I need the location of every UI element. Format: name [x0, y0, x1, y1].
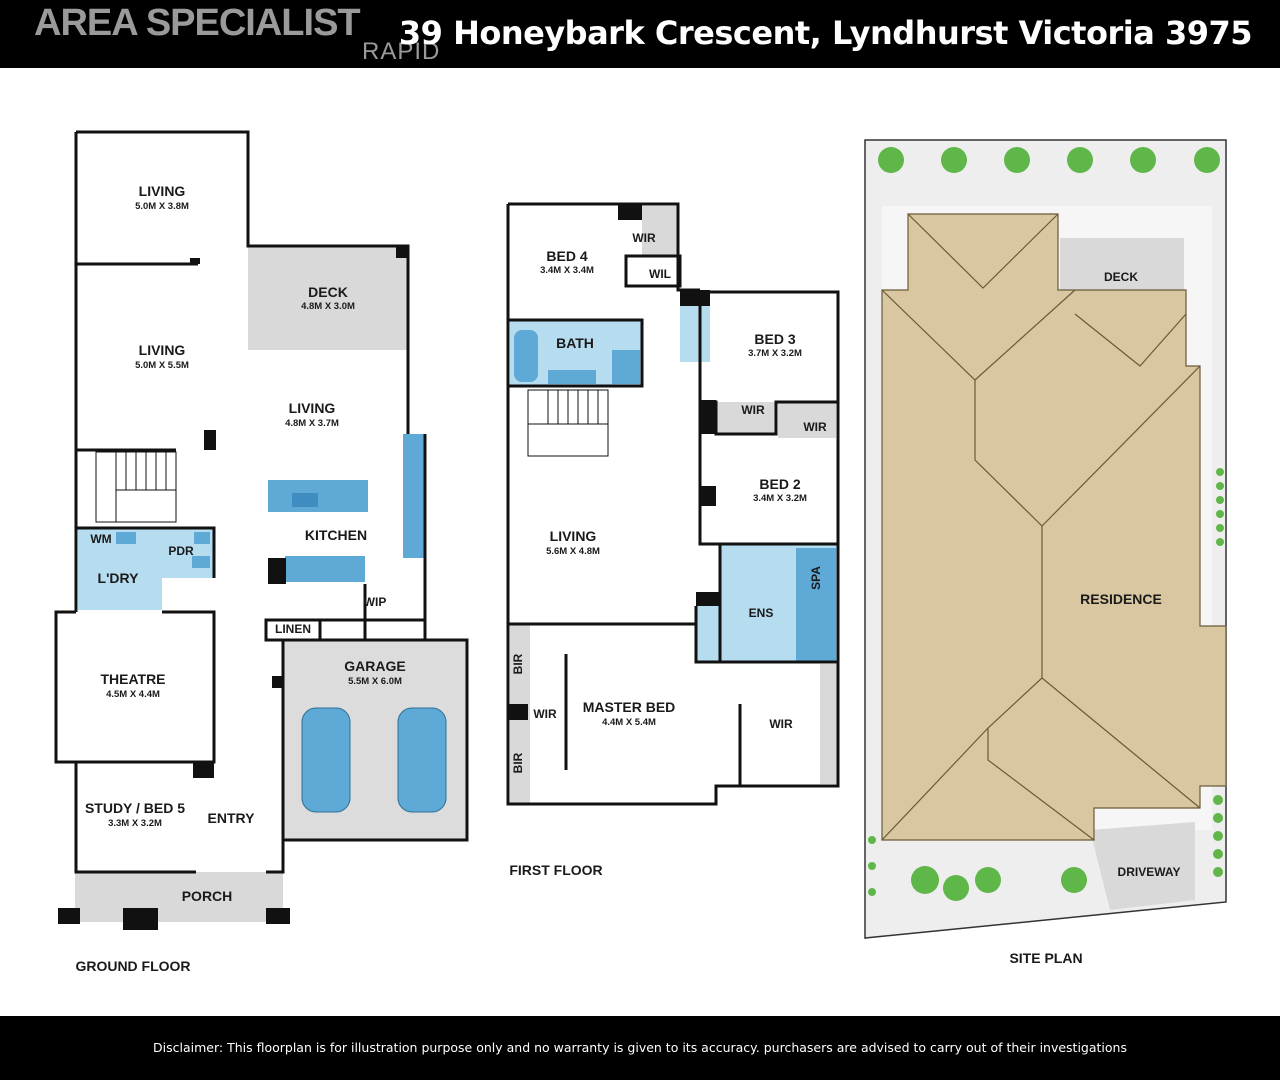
room-label-wir-master-left: WIR — [533, 707, 557, 721]
room-label-kitchen: KITCHEN — [305, 527, 367, 543]
room-dim-living-ff: 5.6M X 4.8M — [546, 546, 600, 557]
wir-bed4-area — [642, 206, 678, 256]
kitchen-back-counter — [285, 556, 365, 582]
room-label-living-ff: LIVING — [550, 528, 597, 544]
driveway-area — [1090, 822, 1195, 910]
room-label-wm: WM — [90, 532, 111, 546]
room-dim-master-bed: 4.4M X 5.4M — [602, 717, 656, 728]
room-label-study: STUDY / BED 5 — [85, 800, 185, 816]
porch-area — [75, 872, 283, 922]
wir-bed3-area — [716, 402, 776, 434]
room-dim-living-1: 5.0M X 3.8M — [135, 201, 189, 212]
site-label-deck: DECK — [1104, 270, 1138, 284]
room-label-linen: LINEN — [275, 622, 311, 636]
bathtub-icon — [514, 330, 538, 382]
room-label-garage: GARAGE — [344, 658, 405, 674]
room-dim-living-2: 5.0M X 5.5M — [135, 360, 189, 371]
wir-bed2-area — [778, 402, 836, 438]
room-label-wip: WIP — [364, 595, 387, 609]
room-label-bir-1: BIR — [511, 653, 525, 674]
ground-floor-plan: LIVING 5.0M X 3.8M DECK 4.8M X 3.0M LIVI… — [54, 130, 469, 974]
room-label-living-1: LIVING — [139, 183, 186, 199]
room-label-bath: BATH — [556, 335, 594, 351]
room-dim-study: 3.3M X 3.2M — [108, 818, 162, 829]
room-label-wir-master-right: WIR — [769, 717, 793, 731]
fridge-icon — [268, 558, 286, 584]
floor-label-ground: GROUND FLOOR — [75, 958, 190, 974]
disclaimer-text: Disclaimer: This floorplan is for illust… — [153, 1040, 1127, 1055]
basin-icon — [194, 532, 210, 544]
room-label-wir-bed4: WIR — [632, 231, 656, 245]
wall-columns — [58, 246, 408, 930]
bed3-toilet-area — [680, 306, 710, 362]
room-dim-bed3: 3.7M X 3.2M — [748, 348, 802, 359]
deck-area — [248, 246, 408, 350]
site-plan: DECK RESIDENCE DRIVEWAY SITE PLAN — [864, 139, 1227, 966]
property-address: 39 Honeybark Crescent, Lyndhurst Victori… — [398, 14, 1253, 52]
room-label-bed4: BED 4 — [546, 248, 587, 264]
room-dim-living-3: 4.8M X 3.7M — [285, 418, 339, 429]
room-label-theatre: THEATRE — [100, 671, 165, 687]
residence-roof — [881, 213, 1227, 841]
ground-floor-walls — [54, 130, 469, 874]
site-label-driveway: DRIVEWAY — [1118, 865, 1181, 879]
kitchen-counter — [403, 434, 425, 558]
ens-shower-icon — [796, 608, 836, 662]
room-dim-garage: 5.5M X 6.0M — [348, 676, 402, 687]
room-dim-bed2: 3.4M X 3.2M — [753, 493, 807, 504]
brand-logo-subtitle: RAPID — [362, 38, 441, 65]
room-label-spa: SPA — [809, 566, 823, 590]
first-floor-staircase-icon — [527, 389, 609, 457]
room-label-wir-bed3: WIR — [741, 403, 765, 417]
floor-label-site-plan: SITE PLAN — [1009, 950, 1082, 966]
vanity-icon — [548, 370, 596, 384]
laundry-tub-icon — [116, 532, 136, 544]
room-dim-deck: 4.8M X 3.0M — [301, 301, 355, 312]
room-label-wil: WIL — [649, 267, 671, 281]
spa-icon — [796, 548, 836, 608]
car-icons — [301, 707, 447, 813]
room-dim-theatre: 4.5M X 4.4M — [106, 689, 160, 700]
first-floor-plan: BED 4 3.4M X 3.4M WIR WIL BATH BED 3 3.7… — [506, 202, 840, 878]
tree-icons — [868, 147, 1224, 901]
room-label-laundry: L'DRY — [98, 570, 140, 586]
shower-icon — [612, 350, 640, 384]
footer-bar: Disclaimer: This floorplan is for illust… — [0, 1016, 1280, 1080]
header-bar: AREA SPECIALIST RAPID 39 Honeybark Cresc… — [0, 0, 1280, 68]
room-label-porch: PORCH — [182, 888, 233, 904]
room-label-ens: ENS — [749, 606, 774, 620]
first-floor-columns — [508, 204, 720, 720]
room-label-pdr: PDR — [168, 544, 194, 558]
wir-master-area — [820, 664, 838, 784]
ens-toilet-area — [696, 606, 720, 662]
brand-logo: AREA SPECIALIST — [34, 2, 361, 44]
floor-label-first: FIRST FLOOR — [509, 862, 602, 878]
toilet-icon — [192, 556, 210, 568]
floorplan-drawing: LIVING 5.0M X 3.8M DECK 4.8M X 3.0M LIVI… — [54, 130, 1227, 974]
room-dim-bed4: 3.4M X 3.4M — [540, 265, 594, 276]
staircase-icon — [95, 451, 177, 523]
room-label-deck: DECK — [308, 284, 348, 300]
room-label-entry: ENTRY — [208, 810, 256, 826]
room-label-bir-2: BIR — [511, 752, 525, 773]
room-label-living-3: LIVING — [289, 400, 336, 416]
room-label-master-bed: MASTER BED — [583, 699, 676, 715]
sink-icon — [292, 493, 318, 507]
room-label-bed3: BED 3 — [754, 331, 795, 347]
room-label-wir-bed2: WIR — [803, 420, 827, 434]
room-label-bed2: BED 2 — [759, 476, 800, 492]
site-label-residence: RESIDENCE — [1080, 591, 1162, 607]
room-label-living-2: LIVING — [139, 342, 186, 358]
